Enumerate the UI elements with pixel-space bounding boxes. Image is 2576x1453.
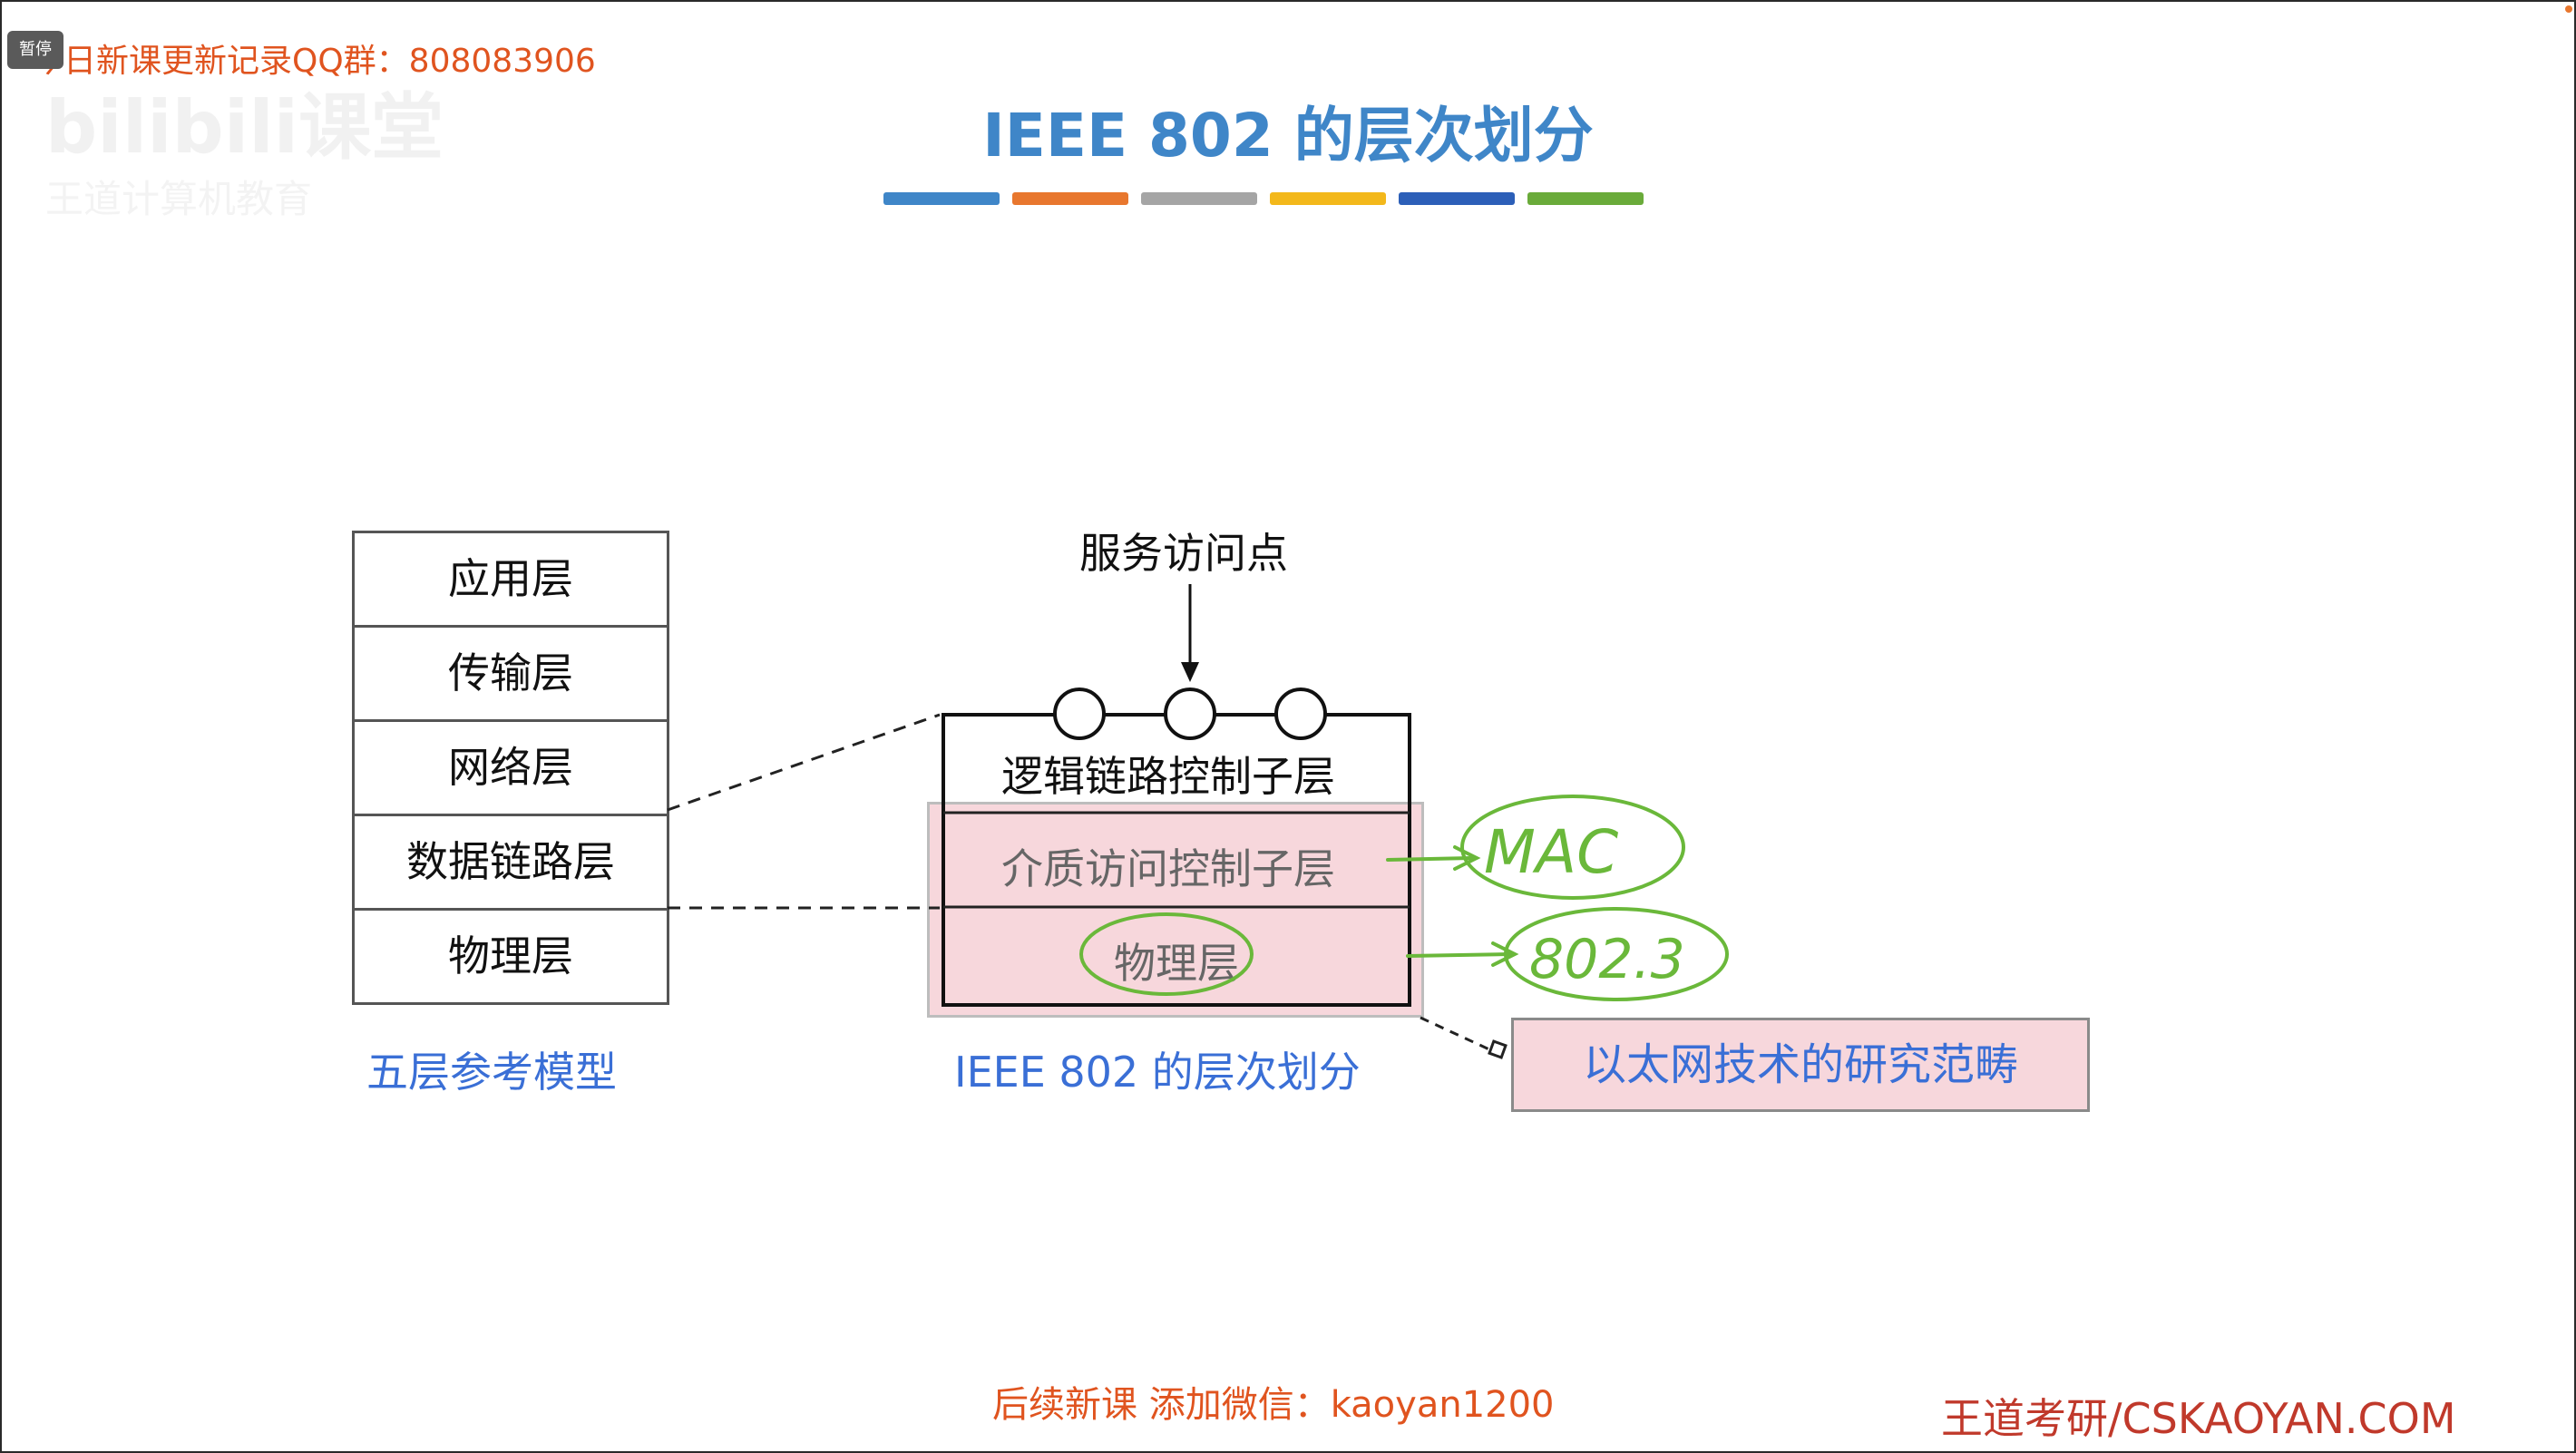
stripe — [1399, 192, 1515, 205]
brand-footer: 王道考研/CSKAOYAN.COM — [1941, 1394, 2456, 1443]
layer-physical: 物理层 — [448, 931, 573, 980]
layer-transport: 传输层 — [355, 628, 667, 722]
llc-label: 逻辑链路控制子层 — [1001, 752, 1335, 801]
ieee802-caption: IEEE 802 的层次划分 — [954, 1048, 1361, 1097]
mac-sublayer-label: 介质访问控制子层 — [1001, 844, 1335, 893]
standard-arrow-head-icon — [1491, 941, 1519, 967]
ethernet-scope-note: 以太网技术的研究范畴 — [1511, 1018, 2090, 1112]
sap-circle-icon — [1164, 687, 1216, 740]
handwritten-annotations — [1079, 795, 1729, 1001]
sap-arrow-head-icon — [1181, 662, 1199, 682]
standard-circle — [1504, 907, 1729, 1001]
layer-data-link: 数据链路层 — [355, 816, 667, 911]
five-layer-caption: 五层参考模型 — [366, 1048, 617, 1097]
pause-button[interactable]: 暂停 — [7, 31, 63, 69]
layer-network: 网络层 — [355, 722, 667, 816]
title-color-stripes — [883, 192, 1644, 205]
callout-anchor-icon — [1488, 1039, 1508, 1059]
wechat-footer: 后续新课 添加微信：kaoyan1200 — [992, 1384, 1555, 1426]
mac-circle — [1460, 795, 1685, 900]
stripe — [1012, 192, 1128, 205]
mac-handwritten-text: MAC — [1484, 817, 1618, 887]
stripe — [883, 192, 1000, 205]
callout-line — [1420, 1016, 1492, 1052]
sap-circle-icon — [1274, 687, 1327, 740]
standard-handwritten-text: 802.3 — [1529, 928, 1685, 991]
sap-circle-icon — [1053, 687, 1106, 740]
watermark-subtitle: 王道计算机教育 — [45, 177, 313, 221]
recording-indicator-icon — [2565, 5, 2572, 13]
bilibili-watermark: bilibili课堂 — [45, 85, 444, 170]
stripe — [1270, 192, 1386, 205]
qq-group-notice: 今日新课更新记录QQ群：808083906 — [31, 43, 596, 80]
ethernet-scope-highlight — [927, 802, 1424, 1018]
physical-layer-circle — [1079, 912, 1254, 996]
stripe — [1527, 192, 1644, 205]
dashed-connector-top — [667, 713, 941, 812]
slide-title: IEEE 802 的层次划分 — [982, 101, 1594, 171]
five-layer-stack: 应用层 传输层 网络层 数据链路层 物理层 — [352, 531, 669, 1005]
service-access-point-label: 服务访问点 — [1079, 529, 1288, 578]
ieee-physical-label: 物理层 — [1114, 939, 1239, 988]
stripe — [1141, 192, 1257, 205]
layer-application: 应用层 — [355, 533, 667, 628]
standard-arrow-shaft — [1406, 952, 1511, 958]
mac-arrow-shaft — [1386, 856, 1473, 862]
